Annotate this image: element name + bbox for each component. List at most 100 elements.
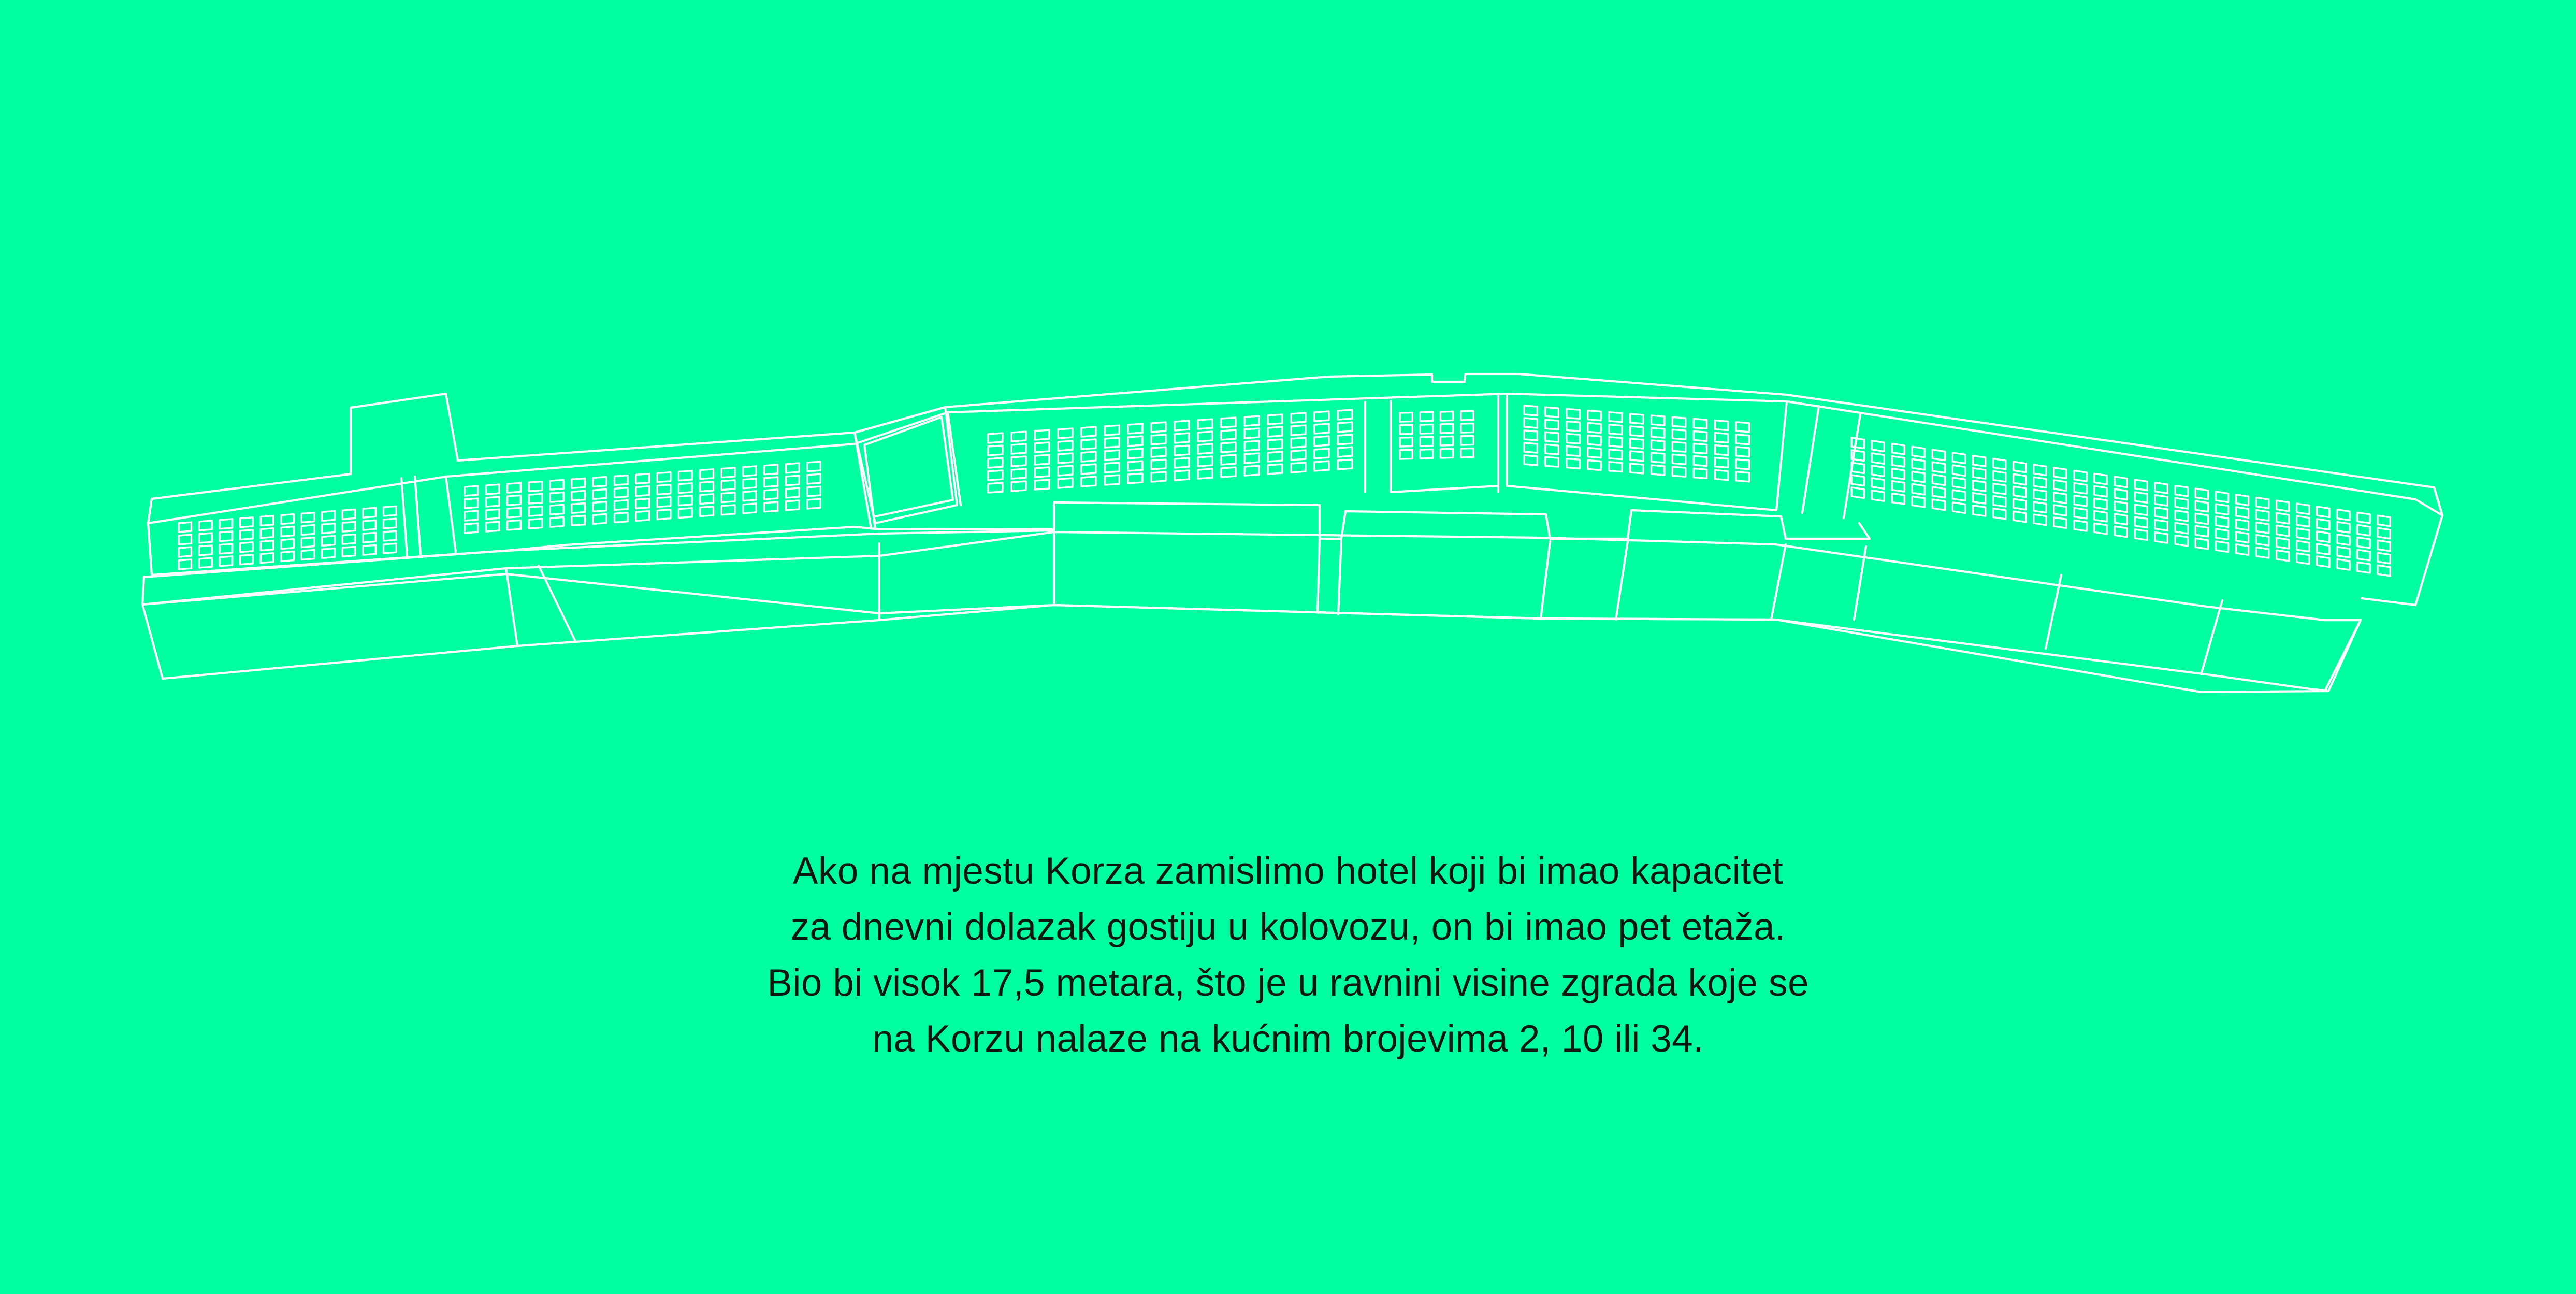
window-mark <box>2377 564 2391 577</box>
window-mark <box>2093 485 2108 498</box>
window-mark <box>2073 519 2088 532</box>
window-mark <box>1080 451 1097 463</box>
window-mark <box>1034 466 1050 478</box>
window-mark <box>1608 424 1623 436</box>
window-mark <box>300 536 315 549</box>
window-mark <box>219 518 234 530</box>
caption-text: Ako na mjestu Korza zamislimo hotel koji… <box>718 843 1858 1067</box>
window-mark <box>300 511 315 524</box>
window-mark <box>677 470 693 482</box>
window-mark <box>2275 524 2290 537</box>
window-mark <box>1174 469 1190 481</box>
window-mark <box>1104 437 1120 449</box>
window-mark <box>1174 420 1190 432</box>
window-mark <box>1972 492 1987 505</box>
window-mark <box>2032 501 2047 514</box>
window-mark <box>1891 480 1906 493</box>
window-mark <box>613 511 629 524</box>
window-mark <box>2032 513 2047 526</box>
window-mark <box>549 479 565 491</box>
window-mark <box>1267 438 1283 450</box>
window-mark <box>2073 469 2088 482</box>
window-mark <box>1439 435 1454 447</box>
window-mark <box>1104 424 1120 436</box>
window-mark <box>2215 515 2230 528</box>
window-mark <box>1871 490 1886 502</box>
window-mark <box>1034 441 1050 453</box>
window-mark <box>1735 458 1750 470</box>
window-mark <box>1174 432 1190 444</box>
window-mark <box>1290 437 1307 449</box>
window-mark <box>1608 411 1623 423</box>
window-mark <box>1692 442 1708 455</box>
window-mark <box>1243 427 1260 439</box>
window-mark <box>1951 464 1966 477</box>
window-mark <box>1911 470 1926 483</box>
window-mark <box>635 472 650 485</box>
window-mark <box>1337 434 1353 445</box>
window-mark <box>1104 474 1120 486</box>
window-mark <box>321 510 336 522</box>
window-mark <box>1399 449 1414 460</box>
window-mark <box>1243 452 1260 464</box>
window-mark <box>178 546 193 558</box>
window-mark <box>2336 509 2351 521</box>
window-mark <box>1220 416 1237 428</box>
window-mark <box>198 544 213 556</box>
window-mark <box>806 461 822 472</box>
caption-line: Ako na mjestu Korza zamislimo hotel koji… <box>792 850 1784 892</box>
window-mark <box>341 521 356 533</box>
window-mark <box>300 524 315 536</box>
window-mark <box>1267 451 1283 463</box>
window-mark <box>1127 423 1144 435</box>
window-mark <box>1150 471 1167 483</box>
window-mark <box>1566 433 1581 444</box>
window-mark <box>1243 465 1260 477</box>
window-mark <box>341 533 356 545</box>
window-mark <box>613 499 629 511</box>
window-mark <box>1197 418 1213 430</box>
window-mark <box>239 541 254 553</box>
tower-front-top-edge <box>147 392 2444 525</box>
window-mark <box>1010 455 1027 467</box>
window-mark <box>987 482 1004 494</box>
recessed-panel <box>853 406 959 525</box>
window-mark <box>1419 423 1434 435</box>
window-mark <box>2377 539 2391 552</box>
window-mark <box>1197 430 1213 442</box>
window-mark <box>1399 436 1414 448</box>
window-mark <box>2093 497 2108 510</box>
window-mark <box>2295 502 2310 515</box>
window-mark <box>1337 421 1353 433</box>
window-mark <box>1992 470 2007 483</box>
window-mark <box>2073 494 2088 507</box>
window-mark <box>2194 487 2209 500</box>
window-mark <box>1931 498 1946 511</box>
window-mark <box>2275 499 2290 512</box>
window-mark <box>2012 498 2027 511</box>
window-mark <box>1735 421 1750 433</box>
window-mark <box>763 501 779 513</box>
window-mark <box>1523 442 1539 454</box>
window-mark <box>2215 540 2230 553</box>
window-mark <box>2073 482 2088 495</box>
window-mark <box>1313 435 1330 447</box>
window-mark <box>1337 409 1353 421</box>
window-mark <box>506 519 522 531</box>
window-mark <box>259 539 274 552</box>
window-mark <box>464 510 479 522</box>
window-mark <box>1850 474 1865 487</box>
window-mark <box>1150 421 1167 433</box>
window-mark <box>2275 512 2290 525</box>
window-mark <box>382 530 397 542</box>
window-mark <box>506 482 522 494</box>
window-mark <box>1197 443 1213 455</box>
window-mark <box>1419 448 1434 459</box>
window-mark <box>1010 468 1027 480</box>
window-mark <box>1992 507 2007 520</box>
window-mark <box>806 473 822 485</box>
window-mark <box>2012 485 2027 498</box>
window-mark <box>2174 522 2189 535</box>
window-mark <box>239 516 254 528</box>
window-mark <box>219 543 234 555</box>
